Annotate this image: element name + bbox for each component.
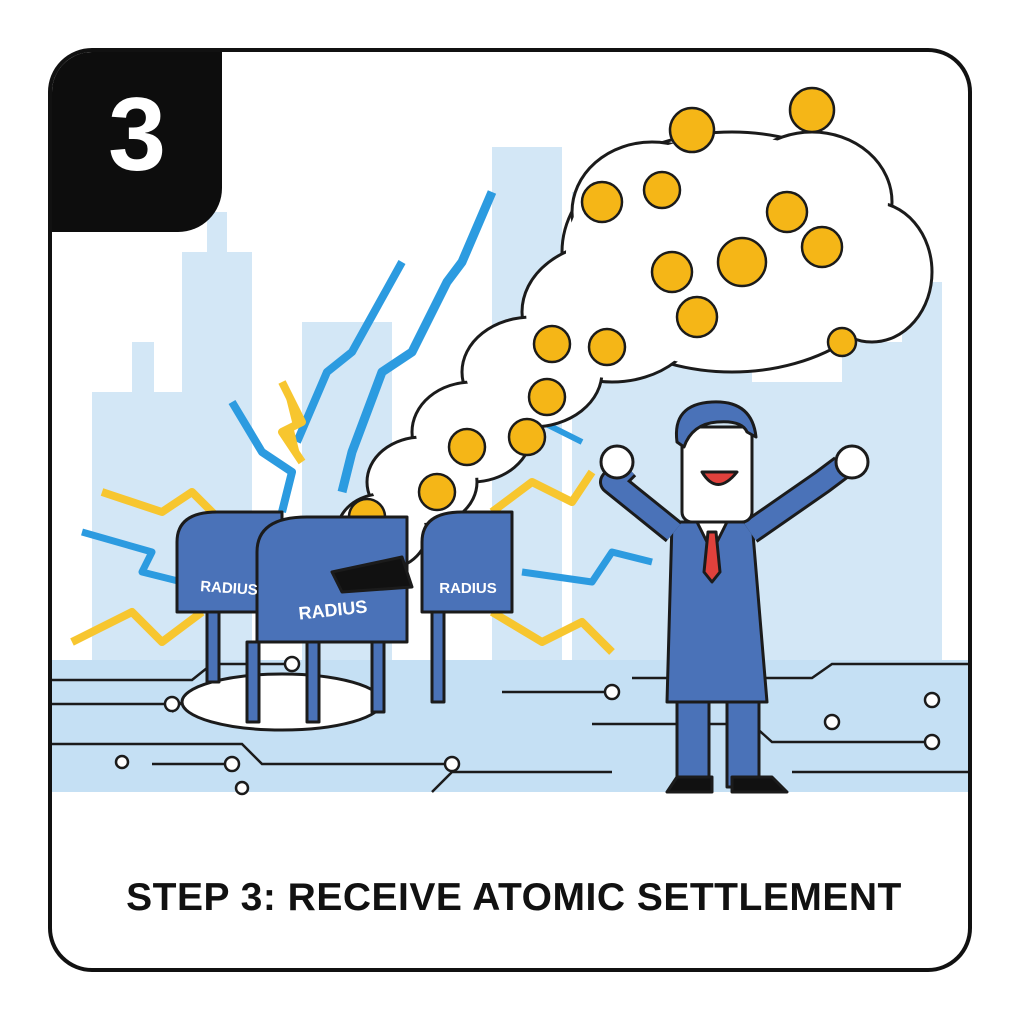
mailbox-label-right: RADIUS: [439, 580, 497, 597]
step-caption: STEP 3: RECEIVE ATOMIC SETTLEMENT: [126, 876, 902, 919]
step-number: 3: [108, 77, 166, 193]
illustration-scene: RADIUS RADIUS RADIUS: [52, 52, 968, 812]
coins: [332, 86, 858, 578]
comic-panel: RADIUS RADIUS RADIUS 3 STEP 3: RECEIVE A…: [48, 48, 972, 972]
circuit-floor: [52, 655, 968, 796]
scene-svg: [52, 86, 968, 796]
mailboxes: [175, 510, 514, 732]
businessman: [599, 400, 870, 794]
step-badge: 3: [52, 52, 222, 232]
